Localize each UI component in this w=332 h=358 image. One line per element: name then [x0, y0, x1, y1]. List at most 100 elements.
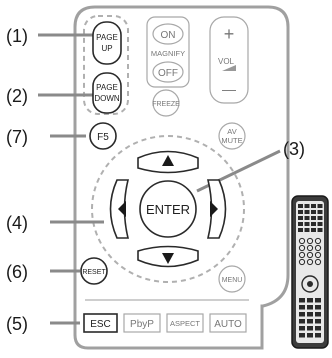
thumb-key — [299, 326, 305, 331]
thumb-round-key — [306, 244, 314, 252]
thumb-round-key — [306, 237, 314, 245]
thumb-key — [304, 216, 310, 220]
thumb-dpad-center — [307, 281, 313, 287]
thumb-key — [307, 312, 313, 317]
thumb-key — [307, 298, 313, 303]
thumb-key — [298, 204, 303, 208]
thumb-key — [317, 204, 323, 208]
thumb-key — [315, 305, 321, 310]
svg-text:MENU: MENU — [222, 277, 243, 284]
thumb-key — [307, 326, 313, 331]
up-arrow-button[interactable] — [137, 150, 199, 174]
thumb-key — [311, 204, 316, 208]
thumb-round-key — [314, 258, 322, 266]
thumb-round-key — [314, 251, 322, 259]
volume-rocker — [209, 16, 249, 104]
thumb-key — [298, 216, 303, 220]
thumb-key — [304, 222, 310, 226]
magnify-off-button[interactable]: OFF — [152, 61, 184, 83]
callout-2: (2) — [6, 86, 28, 106]
svg-text:MUTE: MUTE — [221, 136, 242, 145]
auto-button[interactable]: AUTO — [209, 313, 247, 333]
svg-text:F5: F5 — [97, 132, 109, 143]
volume-up-button[interactable]: + — [224, 24, 235, 44]
callout-7: (7) — [6, 127, 28, 147]
left-arrow-button[interactable] — [109, 179, 130, 239]
svg-text:AV: AV — [227, 127, 236, 136]
reset-button[interactable]: RESET — [80, 257, 108, 285]
thumb-round-key — [306, 251, 314, 259]
callout-1: (1) — [6, 26, 28, 46]
thumb-dpad — [301, 275, 319, 293]
magnify-on-button[interactable]: ON — [152, 23, 184, 45]
direction-pad-dashed-outline — [91, 135, 245, 283]
right-triangle-icon — [210, 201, 218, 217]
thumb-round-key — [298, 251, 306, 259]
svg-text:ON: ON — [161, 30, 176, 41]
thumb-key — [307, 319, 313, 324]
thumb-key — [315, 319, 321, 324]
f5-button[interactable]: F5 — [89, 122, 117, 150]
thumb-key — [299, 333, 305, 338]
thumb-key — [298, 222, 303, 226]
thumb-key — [317, 216, 323, 220]
thumb-round-key — [298, 258, 306, 266]
svg-text:UP: UP — [101, 44, 112, 53]
svg-text:AUTO: AUTO — [214, 319, 242, 330]
esc-button[interactable]: ESC — [83, 313, 118, 333]
svg-text:PbyP: PbyP — [130, 319, 154, 330]
enter-button[interactable]: ENTER — [139, 180, 197, 238]
thumb-key — [307, 305, 313, 310]
thumb-round-key — [298, 244, 306, 252]
thumb-key — [304, 204, 310, 208]
thumb-key — [299, 305, 305, 310]
thumb-key — [311, 216, 316, 220]
page-down-button[interactable]: PAGE DOWN — [92, 72, 122, 114]
down-arrow-button[interactable] — [137, 245, 199, 268]
svg-text:FREEZE: FREEZE — [152, 101, 180, 108]
callout-5: (5) — [6, 314, 28, 334]
thumb-round-key — [298, 237, 306, 245]
volume-label: VOL — [218, 57, 235, 66]
svg-text:ESC: ESC — [90, 319, 111, 330]
thumb-key — [315, 298, 321, 303]
svg-text:DOWN: DOWN — [94, 94, 120, 103]
thumb-round-key — [306, 258, 314, 266]
av-mute-button[interactable]: AV MUTE — [218, 122, 246, 150]
thumb-key — [317, 222, 323, 226]
thumb-key — [311, 228, 316, 232]
up-triangle-icon — [162, 155, 174, 166]
thumb-key — [317, 210, 323, 214]
thumb-key — [298, 210, 303, 214]
thumb-key — [299, 319, 305, 324]
thumb-key — [298, 228, 303, 232]
svg-text:OFF: OFF — [158, 68, 178, 79]
left-triangle-icon — [118, 201, 126, 217]
right-arrow-button[interactable] — [206, 179, 227, 239]
freeze-button[interactable]: FREEZE — [152, 89, 180, 117]
thumb-key — [315, 333, 321, 338]
thumb-round-key — [314, 244, 322, 252]
svg-text:ASPECT: ASPECT — [170, 319, 200, 328]
volume-down-button[interactable]: — — [222, 81, 236, 97]
aspect-button[interactable]: ASPECT — [166, 313, 204, 333]
volume-ramp-icon — [222, 65, 236, 71]
thumb-key — [307, 333, 313, 338]
page-up-button[interactable]: PAGE UP — [92, 21, 122, 65]
callout-3: (3) — [283, 139, 305, 159]
callout-6: (6) — [6, 262, 28, 282]
thumb-key — [315, 312, 321, 317]
svg-text:ENTER: ENTER — [146, 202, 190, 217]
thumb-key — [311, 210, 316, 214]
svg-text:PAGE: PAGE — [96, 83, 118, 92]
thumb-key — [299, 312, 305, 317]
pbyp-button[interactable]: PbyP — [123, 313, 161, 333]
svg-text:RESET: RESET — [82, 269, 106, 276]
callout-4: (4) — [6, 213, 28, 233]
svg-text:PAGE: PAGE — [96, 33, 118, 42]
magnify-label: MAGNIFY — [151, 49, 185, 58]
menu-button[interactable]: MENU — [218, 265, 246, 293]
down-triangle-icon — [162, 253, 174, 264]
full-remote-thumbnail — [291, 195, 329, 349]
